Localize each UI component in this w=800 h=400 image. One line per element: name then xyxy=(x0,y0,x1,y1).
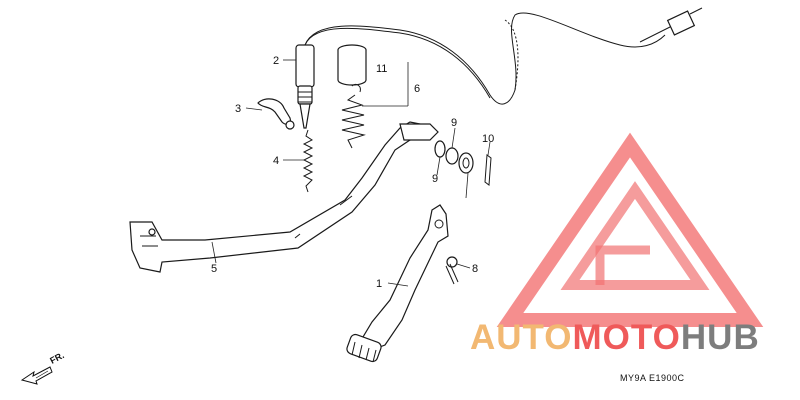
watermark-text: AUTOMOTOHUB xyxy=(470,318,760,357)
callout-6: 6 xyxy=(414,83,420,95)
callout-11: 11 xyxy=(376,63,387,75)
callout-3: 3 xyxy=(235,103,241,115)
callout-1: 1 xyxy=(376,278,382,290)
leader-lines xyxy=(211,59,491,287)
switch-spring xyxy=(302,129,314,193)
switch-wire xyxy=(304,7,703,105)
brake-pedal xyxy=(129,121,439,273)
spring-hook xyxy=(257,98,295,130)
watermark-auto: AUTO xyxy=(470,318,573,357)
callouts: 1 2 3 4 5 6 8 9 9 10 11 xyxy=(211,55,494,290)
callout-2: 2 xyxy=(273,55,279,67)
diagram-code: MY9A E1900C xyxy=(620,373,685,383)
cotter-pin xyxy=(484,154,492,186)
front-direction-arrow: FR. xyxy=(20,350,66,385)
front-label: FR. xyxy=(48,350,65,366)
watermark-moto: MOTO xyxy=(573,318,681,357)
callout-8: 8 xyxy=(472,263,478,275)
callout-10: 10 xyxy=(482,133,494,145)
washers xyxy=(434,140,474,174)
callout-5: 5 xyxy=(211,263,217,275)
return-spring xyxy=(341,83,366,149)
collar xyxy=(337,44,367,86)
callout-9-top: 9 xyxy=(451,117,457,129)
watermark-logo-icon xyxy=(496,132,764,327)
watermark-hub: HUB xyxy=(681,318,760,357)
bolt xyxy=(445,256,459,285)
brake-switch xyxy=(295,44,315,129)
callout-4: 4 xyxy=(273,155,279,167)
gearshift-pedal xyxy=(346,204,449,363)
callout-9-bottom: 9 xyxy=(432,173,438,185)
